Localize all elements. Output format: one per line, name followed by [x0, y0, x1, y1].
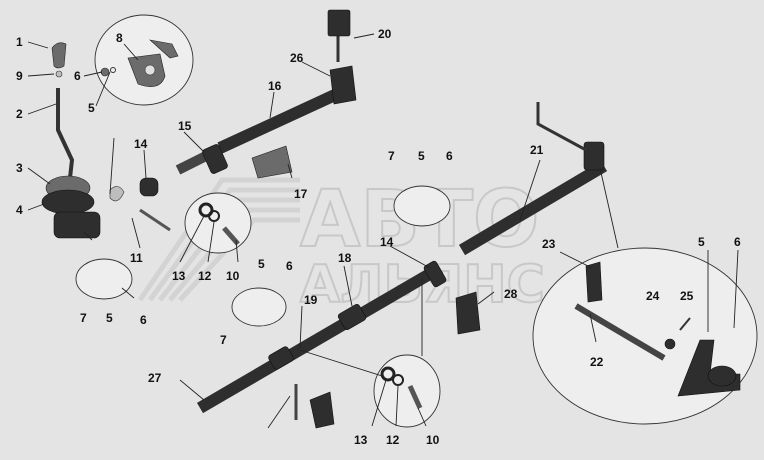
callout-16: 16: [268, 79, 282, 93]
callout-7c: 7: [388, 149, 395, 163]
callout-6a: 6: [74, 69, 81, 83]
zoom-circle-left: [184, 192, 252, 254]
joint-19-part: [268, 346, 294, 370]
callout-6d: 6: [446, 149, 453, 163]
callout-17: 17: [294, 187, 308, 201]
shaft-21-yoke-part: [583, 141, 605, 171]
lever-11-part: [109, 186, 125, 202]
callout-2: 2: [16, 107, 23, 121]
callout-5e: 5: [698, 235, 705, 249]
lever-21-part: [536, 102, 587, 152]
zoom-circle-mid: [231, 287, 287, 327]
callout-21: 21: [530, 143, 544, 157]
callout-14b: 14: [380, 235, 394, 249]
ring-12-part: [208, 210, 220, 222]
callout-20: 20: [378, 27, 392, 41]
callout-6c: 6: [286, 259, 293, 273]
zoom-circle-right: [532, 247, 758, 425]
bracket-28-part: [455, 291, 481, 335]
leader-lines: [27, 33, 739, 429]
strip-23-part: [585, 261, 603, 303]
plate-hole: [144, 64, 156, 76]
bushing-14-part: [139, 177, 159, 197]
callout-5a: 5: [88, 101, 95, 115]
callout-6e: 6: [734, 235, 741, 249]
nut-part: [100, 67, 110, 77]
callout-1: 1: [16, 35, 23, 49]
callout-11: 11: [130, 251, 143, 265]
callout-18: 18: [338, 251, 352, 265]
pin-10b-part: [407, 384, 423, 410]
callout-12b: 12: [386, 433, 400, 447]
callout-4: 4: [16, 203, 23, 217]
callout-13a: 13: [172, 269, 186, 283]
zoom-circle-lower-left: [75, 258, 133, 300]
gear-lever-assembly: [41, 42, 101, 239]
upper-shaft-assembly: [175, 9, 357, 175]
bushing-24-part: [664, 338, 676, 350]
callout-19: 19: [304, 293, 318, 307]
callout-10a: 10: [226, 269, 240, 283]
callout-15: 15: [178, 119, 192, 133]
bearing-right-part: [707, 365, 737, 387]
callout-28: 28: [504, 287, 518, 301]
shaft-21-part: [458, 160, 608, 256]
ring-12b-part: [392, 374, 404, 386]
knob-part: [51, 42, 67, 69]
callout-5d: 5: [418, 149, 425, 163]
lever-washer-part: [55, 70, 63, 78]
callout-13b: 13: [354, 433, 368, 447]
bracket-17-part: [251, 145, 293, 179]
bracket-20-part: [327, 9, 351, 37]
long-shaft-assembly: [458, 102, 608, 256]
zoom-circle-bottom: [373, 354, 441, 428]
ring-13b-part: [380, 366, 396, 382]
shaft-bracket-part: [329, 65, 357, 105]
shaft-16-part: [217, 82, 353, 154]
callout-22: 22: [590, 355, 604, 369]
pin-11-part: [139, 208, 171, 232]
callout-7b: 7: [220, 333, 227, 347]
callout-5c: 5: [258, 257, 265, 271]
lever-rod-part: [56, 88, 75, 179]
zoom-circle-center: [393, 185, 451, 227]
washer-part: [110, 67, 116, 73]
clip-part: [149, 39, 179, 59]
rod-22-part: [574, 303, 666, 361]
callout-14a: 14: [134, 137, 148, 151]
pin-10-part: [222, 226, 240, 246]
callout-8: 8: [116, 31, 123, 45]
callout-25: 25: [680, 289, 694, 303]
callout-24: 24: [646, 289, 660, 303]
lever-housing-part: [41, 189, 95, 215]
callout-12a: 12: [198, 269, 212, 283]
shaft-27-part: [196, 262, 444, 414]
joint-18-part: [337, 304, 367, 330]
callout-26: 26: [290, 51, 304, 65]
callout-9: 9: [16, 69, 23, 83]
lever-base-part: [53, 211, 101, 239]
lower-bracket-part: [309, 391, 335, 429]
callout-5b: 5: [106, 311, 113, 325]
callout-7a: 7: [80, 311, 87, 325]
callout-numbers: 1 9 2 3 4 6 5 8 14 15 16 26 20 17 11 13 …: [16, 27, 741, 447]
ring-13-part: [198, 202, 214, 218]
pin-25-part: [679, 317, 691, 331]
callout-6b: 6: [140, 313, 147, 327]
callout-27: 27: [148, 371, 162, 385]
callout-23: 23: [542, 237, 556, 251]
shaft-yoke-part: [202, 144, 228, 174]
callout-3: 3: [16, 161, 23, 175]
callout-10b: 10: [426, 433, 440, 447]
